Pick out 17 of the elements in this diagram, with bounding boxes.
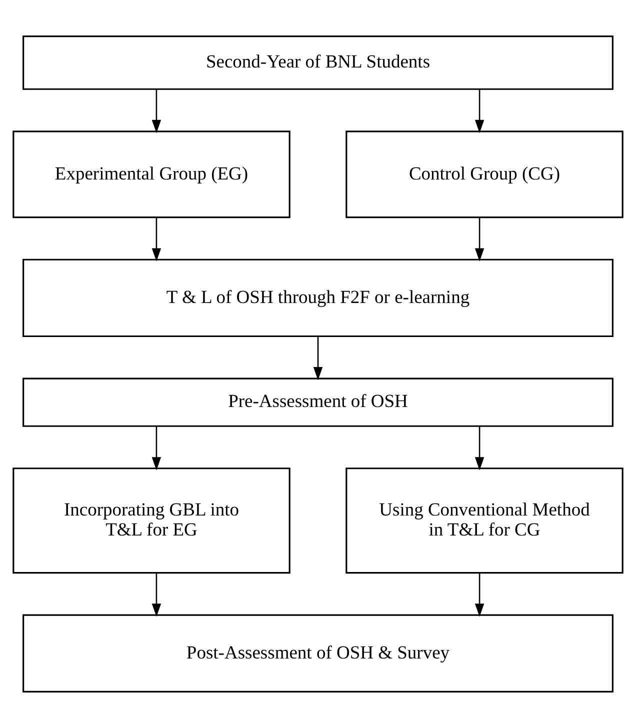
arrow (152, 572, 162, 616)
node-box: T & L of OSH through F2F or e-learning (22, 258, 614, 337)
arrow (474, 217, 484, 261)
arrow (474, 426, 484, 470)
node-box: Control Group (CG) (346, 130, 624, 218)
node-box: Using Conventional Method in T&L for CG (346, 467, 624, 574)
node-box: Post-Assessment of OSH & Survey (22, 614, 614, 692)
arrow (474, 572, 484, 616)
arrow (152, 88, 162, 133)
node-box: Second-Year of BNL Students (22, 35, 614, 90)
arrow (313, 336, 323, 380)
node-box: Experimental Group (EG) (12, 130, 290, 218)
node-box: Pre-Assessment of OSH (22, 377, 614, 426)
arrow (152, 217, 162, 261)
arrow (474, 88, 484, 133)
arrow (152, 426, 162, 470)
node-box: Incorporating GBL into T&L for EG (12, 467, 290, 574)
